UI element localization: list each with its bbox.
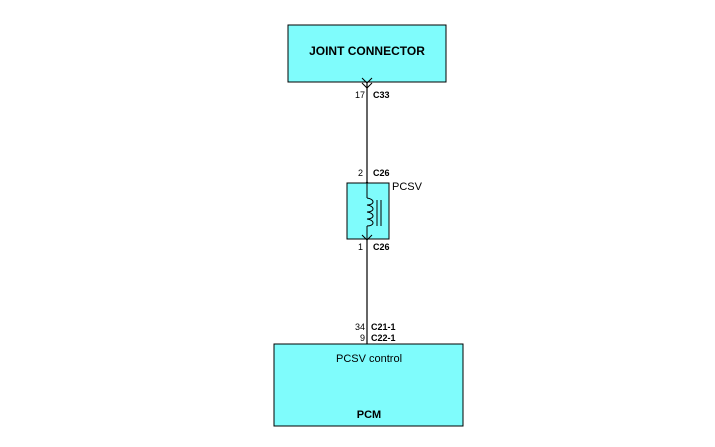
joint-connector: JOINT CONNECTOR xyxy=(287,24,447,83)
joint-connector-box xyxy=(287,24,447,83)
solenoid-valve-icon xyxy=(366,183,382,239)
pcm-pin-b: 9 xyxy=(360,333,365,343)
pcsv-top-connector: C26 xyxy=(373,168,390,178)
pcsv-bottom-pin: 1 xyxy=(358,242,363,252)
pcm-pin-a: 34 xyxy=(355,322,365,332)
pcsv-bottom-connector: C26 xyxy=(373,242,390,252)
joint-connector-connector: C33 xyxy=(373,90,390,100)
pcm-signal-label: PCSV control xyxy=(336,353,402,365)
pcm-module: PCSV control PCM xyxy=(273,343,464,427)
joint-connector-title: JOINT CONNECTOR xyxy=(309,44,425,58)
pcsv-component xyxy=(346,182,390,240)
pcm-title: PCM xyxy=(357,409,381,421)
pcsv-box xyxy=(346,182,390,240)
pcsv-label: PCSV xyxy=(392,181,423,193)
pcsv-top-pin: 2 xyxy=(358,168,363,178)
pcm-connector-b: C22-1 xyxy=(371,333,396,343)
joint-connector-pin: 17 xyxy=(355,90,365,100)
pcm-connector-a: C21-1 xyxy=(371,322,396,332)
pcm-box xyxy=(273,343,464,427)
